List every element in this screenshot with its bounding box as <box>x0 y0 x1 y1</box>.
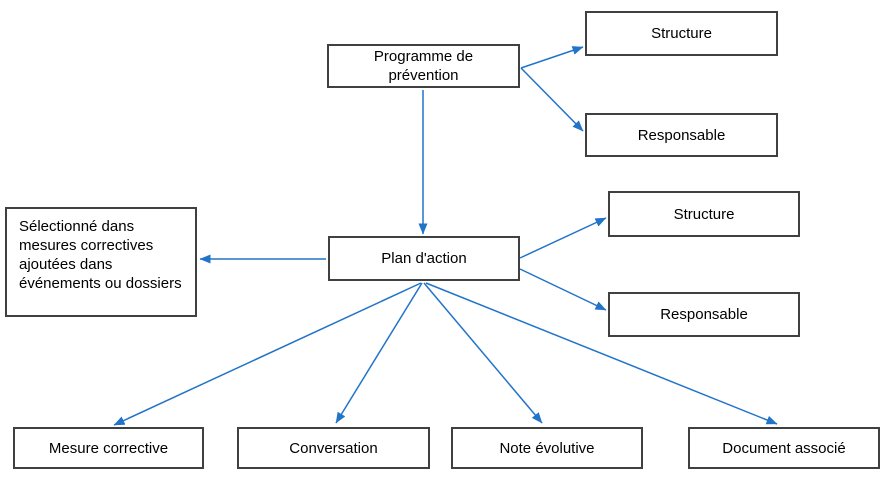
node-mesure-corrective: Mesure corrective <box>13 427 204 469</box>
node-structure-top: Structure <box>585 11 778 56</box>
edge-plan-structure-mid <box>519 217 607 259</box>
node-plan-daction: Plan d'action <box>328 236 520 281</box>
node-structure-mid: Structure <box>608 191 800 237</box>
edge-programme-responsable-top <box>520 67 584 132</box>
edge-plan-responsable-mid <box>519 268 607 311</box>
node-selection-note: Sélectionné dans mesures correctives ajo… <box>5 207 197 317</box>
node-note-evolutive: Note évolutive <box>451 427 643 469</box>
node-responsable-top: Responsable <box>585 113 778 157</box>
node-conversation: Conversation <box>237 427 430 469</box>
node-programme-de-prevention: Programme de prévention <box>327 44 520 88</box>
node-document-associe: Document associé <box>688 427 880 469</box>
edge-plan-conversation <box>335 282 423 424</box>
edge-plan-note-evolutive <box>423 282 543 424</box>
edge-programme-structure-top <box>520 46 584 69</box>
node-responsable-mid: Responsable <box>608 292 800 337</box>
